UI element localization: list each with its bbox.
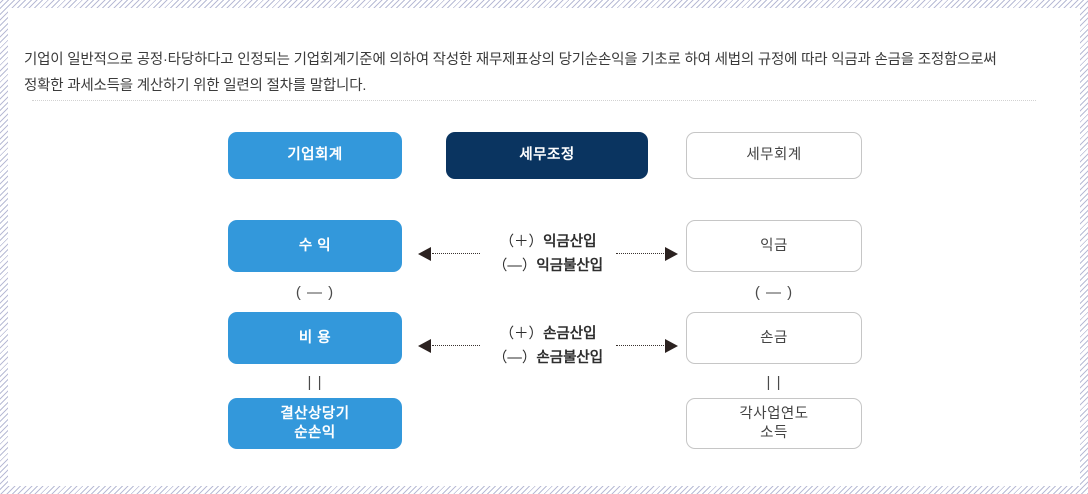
- arrow-right-expense-icon: [616, 339, 678, 353]
- header-box-tax-adjustment: 세무조정: [446, 132, 648, 179]
- operator-equals-right: | |: [766, 374, 782, 391]
- adjustment-row-expense: （＋）손금산입 （—）손금불산입: [418, 322, 678, 370]
- operator-minus-left: ( — ): [295, 284, 335, 301]
- section-divider: [32, 100, 1036, 101]
- box-gross-income: 익금: [686, 220, 862, 272]
- box-deduction: 손금: [686, 312, 862, 364]
- income-add-sign: （＋）: [499, 234, 544, 250]
- operator-equals-left: | |: [307, 374, 323, 391]
- header-box-corporate-accounting: 기업회계: [228, 132, 402, 179]
- box-taxable-income: 각사업연도 소득: [686, 398, 862, 449]
- page-content: 기업이 일반적으로 공정·타당하다고 인정되는 기업회계기준에 의하여 작성한 …: [8, 8, 1080, 486]
- tax-adjustment-diagram: 기업회계 세무조정 세무회계 수 익 （＋）익금산입 （—）익금불산입: [8, 8, 1080, 486]
- adjustment-labels-expense: （＋）손금산입 （—）손금불산입: [480, 322, 616, 370]
- income-add-label: 익금산입: [543, 234, 597, 250]
- income-sub-sign: （—）: [492, 258, 537, 274]
- arrow-left-expense-icon: [418, 339, 480, 353]
- expense-add-label: 손금산입: [543, 326, 597, 342]
- adjustment-row-income: （＋）익금산입 （—）익금불산입: [418, 230, 678, 278]
- arrow-left-income-icon: [418, 247, 480, 261]
- expense-add-sign: （＋）: [499, 326, 544, 342]
- header-box-tax-accounting: 세무회계: [686, 132, 862, 179]
- expense-sub-sign: （—）: [492, 350, 537, 366]
- operator-minus-right: ( — ): [754, 284, 794, 301]
- income-sub-label: 익금불산입: [536, 258, 604, 274]
- box-net-income: 결산상당기 순손익: [228, 398, 402, 449]
- expense-sub-label: 손금불산입: [536, 350, 604, 366]
- arrow-right-income-icon: [616, 247, 678, 261]
- intro-paragraph: 기업이 일반적으로 공정·타당하다고 인정되는 기업회계기준에 의하여 작성한 …: [24, 51, 997, 94]
- box-revenue: 수 익: [228, 220, 402, 272]
- adjustment-labels-income: （＋）익금산입 （—）익금불산입: [480, 230, 616, 278]
- box-expense: 비 용: [228, 312, 402, 364]
